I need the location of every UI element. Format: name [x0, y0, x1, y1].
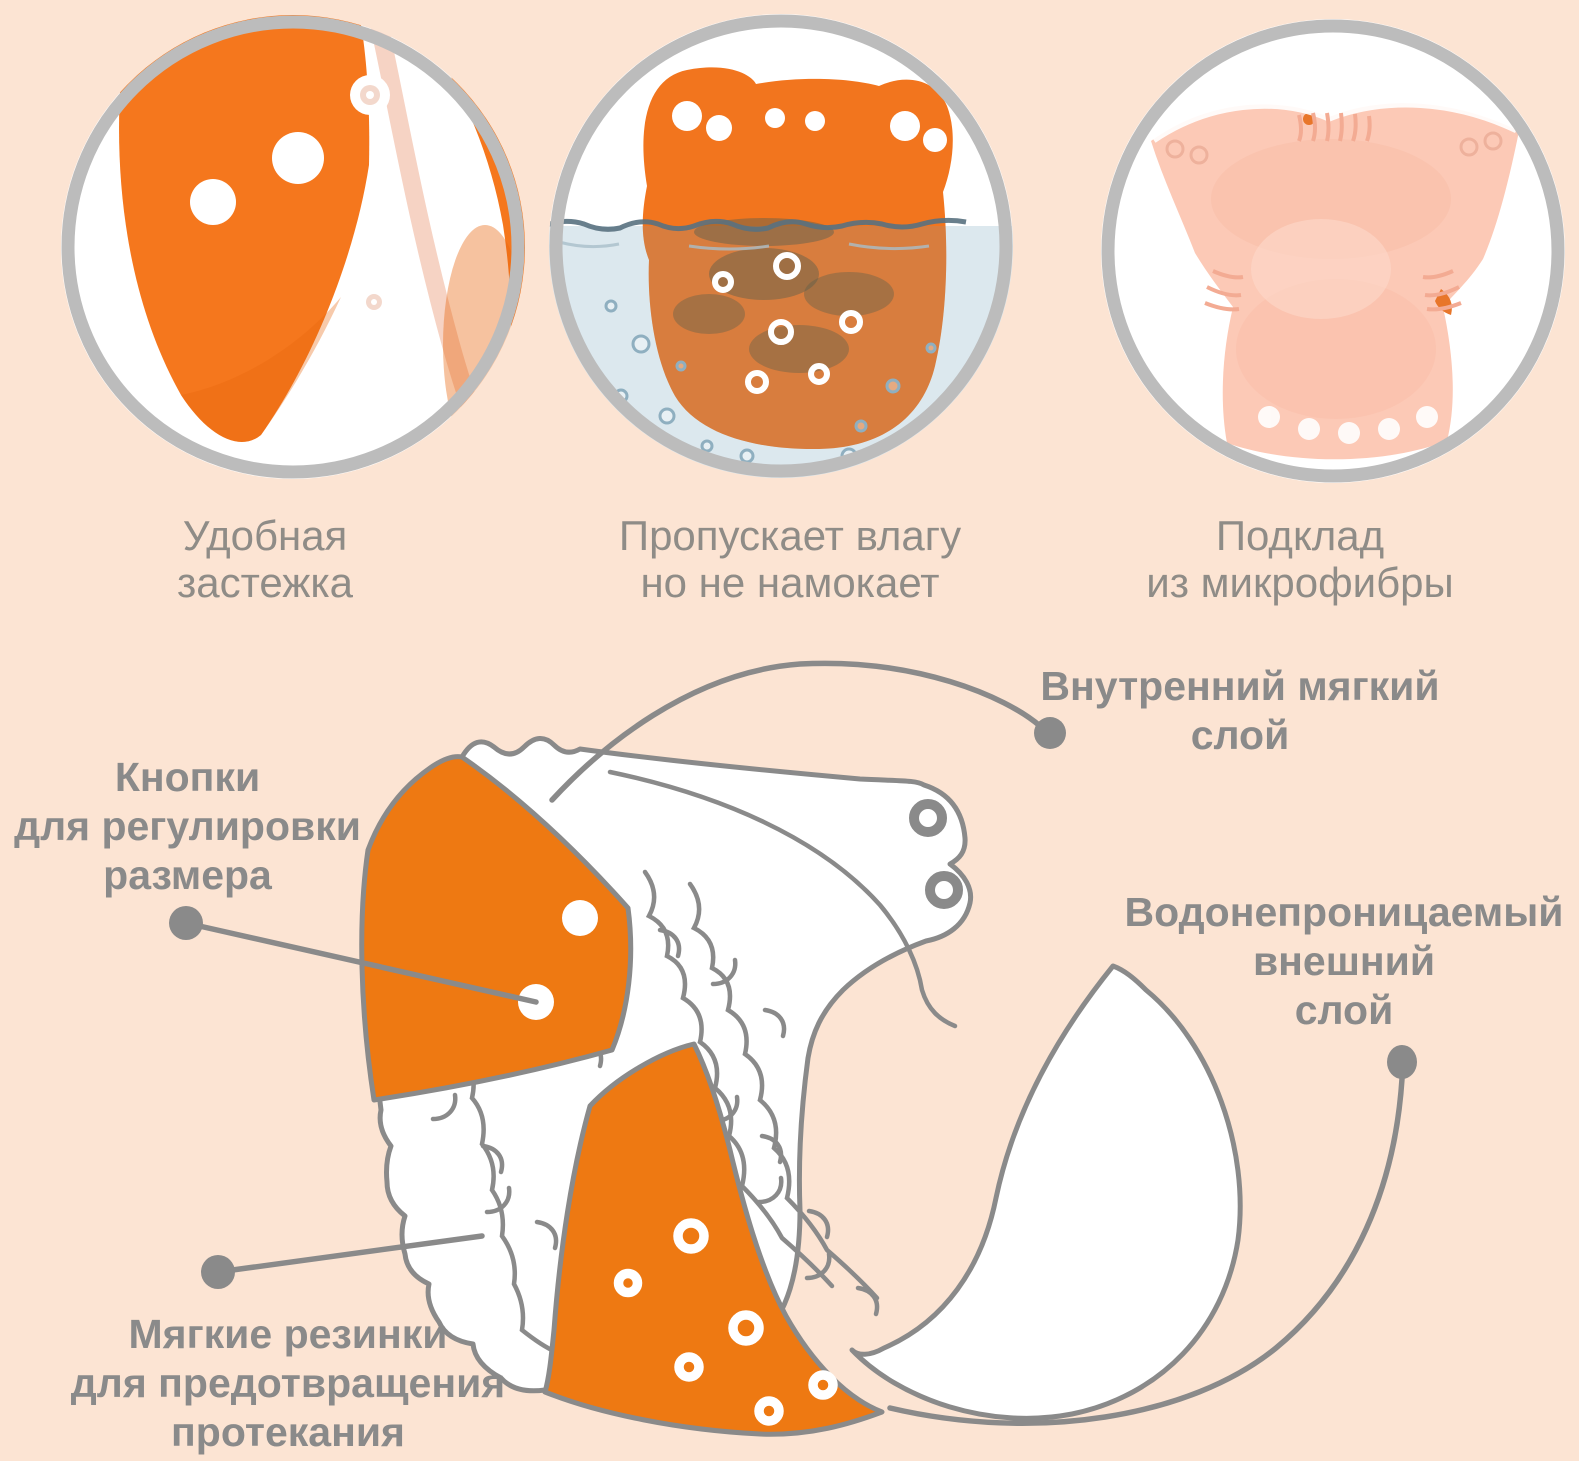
size-snap	[562, 900, 598, 936]
label-line: размера	[103, 852, 272, 899]
label-line: слой	[1294, 987, 1394, 1034]
front-crescent-flap	[849, 963, 1243, 1421]
flap-ring-snap	[909, 799, 947, 837]
label-line: внешний	[1252, 938, 1436, 985]
dot-outer-layer	[1387, 1045, 1417, 1079]
caption-water: Пропускает влагу но не намокает	[565, 512, 1015, 606]
snap-stud	[350, 75, 390, 115]
microfiber-lining-image	[1101, 19, 1565, 483]
snap-stud	[357, 285, 391, 319]
label-line: Водонепроницаемый	[1124, 889, 1564, 935]
leader-dots	[169, 717, 1417, 1289]
caption-line: но не намокает	[640, 559, 940, 607]
photo-ring	[1101, 19, 1565, 483]
pocket-seam	[607, 769, 958, 1029]
elastic-gathers	[1204, 112, 1462, 312]
caption-line: застежка	[176, 559, 354, 607]
panel-snap-rings	[613, 1218, 838, 1426]
flap-ring-snap	[925, 871, 963, 909]
diaper-in-water-image	[549, 14, 1013, 478]
photo-ring	[61, 15, 525, 479]
label-line: Кнопки	[114, 754, 261, 800]
photo-ring	[549, 14, 1013, 478]
leader-inner-layer	[549, 660, 1043, 803]
waterline	[549, 217, 967, 232]
wing-studs	[1165, 131, 1503, 165]
snap-button	[272, 132, 324, 184]
snap-buttons	[672, 101, 947, 152]
caption-line: Удобная	[182, 512, 348, 559]
label-leak-elastics: Мягкие резинки для предотвращения протек…	[62, 1310, 514, 1458]
feature-photo-lining	[1101, 19, 1565, 483]
feature-photo-water	[549, 14, 1013, 478]
waterproof-panel	[542, 1041, 885, 1437]
diaper-flap-photo	[119, 15, 370, 442]
label-line: протекания	[171, 1409, 405, 1456]
fastener-closeup-image	[61, 15, 525, 479]
label-line: для регулировки	[14, 803, 361, 850]
leader-outer-layer	[887, 1076, 1405, 1426]
snap-rings	[712, 252, 863, 394]
leader-lines	[183, 660, 1405, 1426]
leader-leak-elastics	[215, 1233, 485, 1275]
caption-line: Пропускает влагу	[618, 512, 962, 559]
label-line: Внутренний мягкий	[1040, 663, 1440, 709]
caption-lining: Подклад из микрофибры	[1075, 512, 1525, 606]
label-line: для предотвращения	[70, 1360, 506, 1407]
dot-inner-layer	[1034, 717, 1066, 749]
caption-line: из микрофибры	[1146, 559, 1454, 607]
dot-size-snaps	[169, 906, 203, 940]
label-outer-layer: Водонепроницаемый внешний слой	[1118, 888, 1570, 1036]
snap-button	[190, 179, 236, 225]
bottom-snaps	[1258, 406, 1438, 444]
label-line: Мягкие резинки	[128, 1311, 448, 1357]
label-size-snaps: Кнопки для регулировки размера	[5, 753, 370, 901]
feature-photo-fastener	[61, 15, 525, 479]
label-line: слой	[1190, 712, 1290, 759]
leader-size-snaps	[183, 920, 539, 1005]
label-inner-layer: Внутренний мягкий слой	[1005, 662, 1475, 760]
caption-line: Подклад	[1215, 512, 1385, 559]
caption-fastener: Удобная застежка	[65, 512, 465, 606]
dot-leak-elastics	[201, 1255, 235, 1289]
